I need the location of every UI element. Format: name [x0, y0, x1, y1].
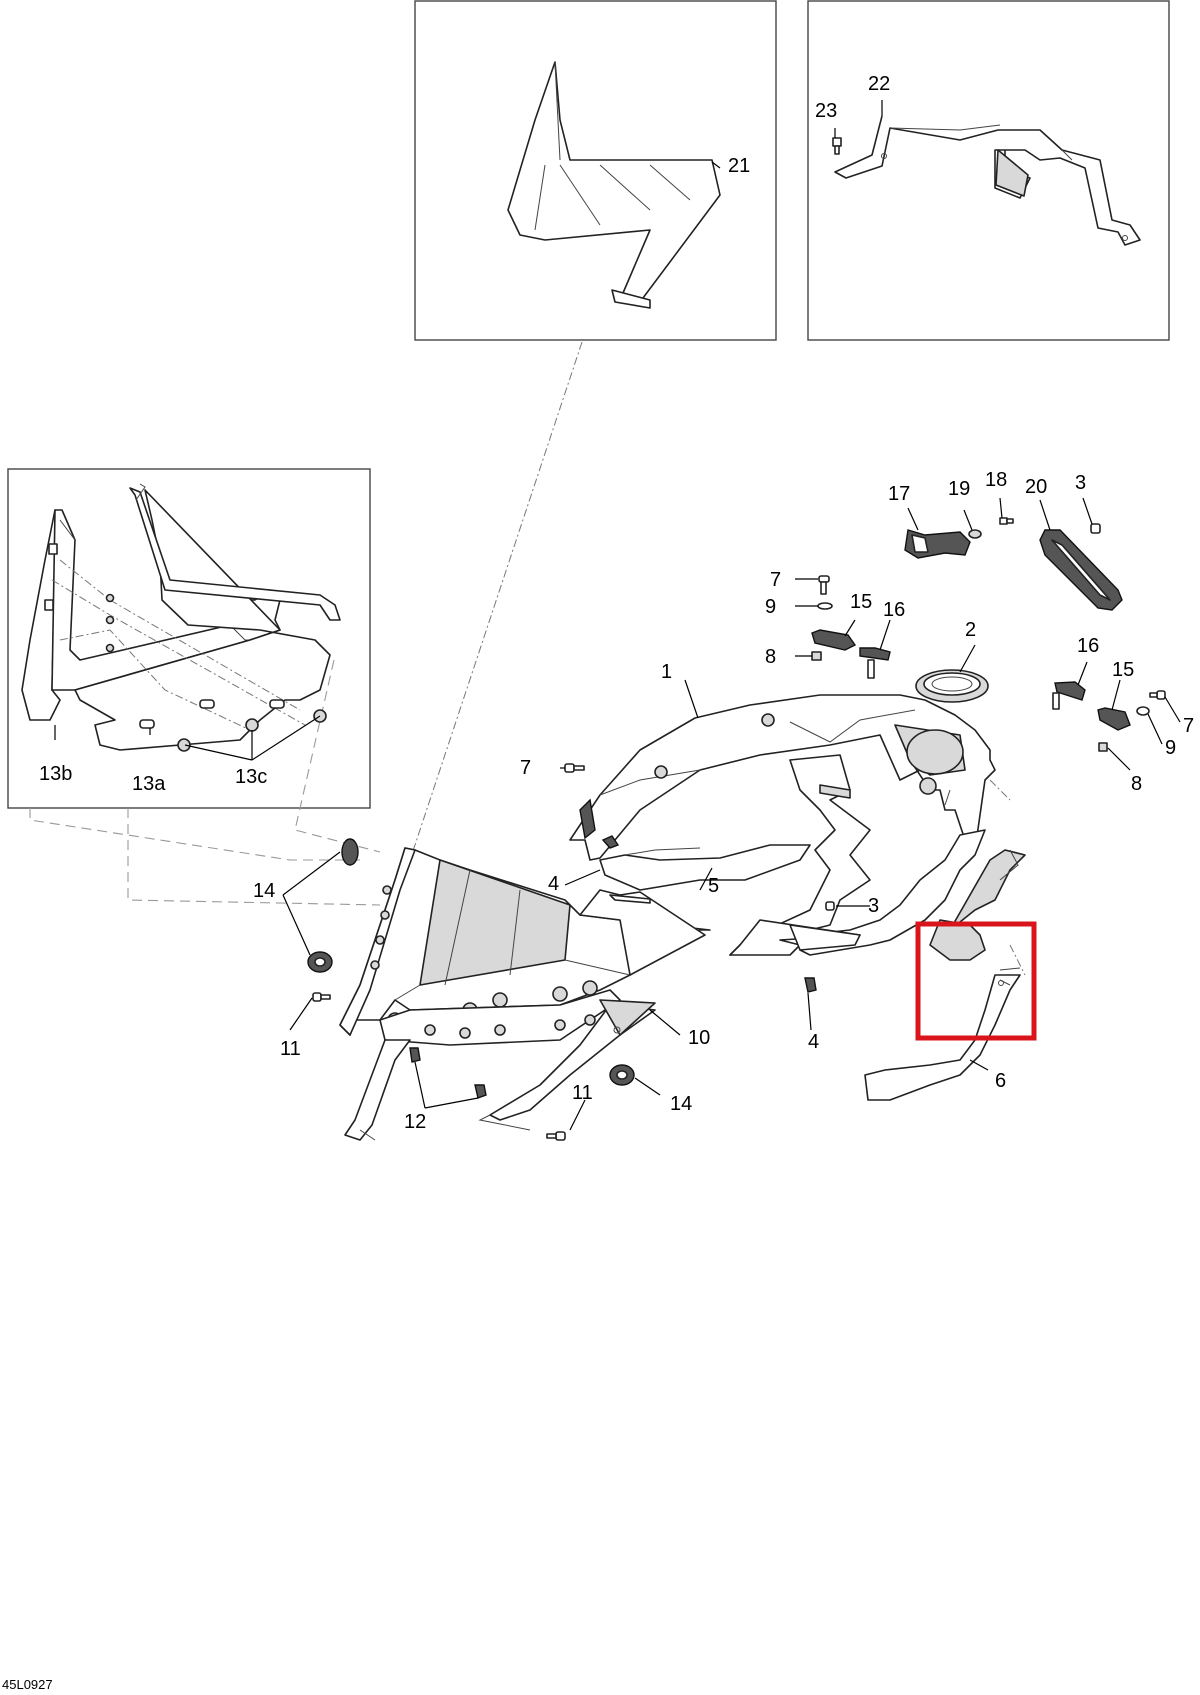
clip-part-4-right — [804, 977, 817, 993]
diagram-code: 45L0927 — [2, 1677, 53, 1692]
label-13a: 13a — [132, 773, 166, 795]
label-6: 6 — [995, 1070, 1006, 1092]
washer-part-9-left — [817, 602, 833, 610]
latch-knob-part-16-left — [859, 647, 891, 679]
label-11-left: 11 — [280, 1038, 301, 1060]
screw-part-23 — [832, 137, 842, 155]
label-3-top: 3 — [1075, 472, 1086, 494]
screw-part-3-mid — [825, 901, 835, 911]
screw-part-18 — [999, 517, 1014, 525]
top-panel-part-1 — [569, 694, 996, 861]
front-nose-part-10 — [339, 847, 711, 1046]
label-20: 20 — [1025, 476, 1047, 498]
latch-part-17 — [904, 529, 971, 559]
screw-part-7-mid — [564, 763, 585, 773]
clip-part-4-left — [601, 835, 620, 849]
label-11-right: 11 — [572, 1082, 593, 1104]
label-2: 2 — [965, 619, 976, 641]
highlight-box — [915, 921, 1037, 1041]
screw-part-7-upper-left — [818, 575, 830, 595]
label-7-mid: 7 — [520, 757, 531, 779]
handle-strap-part-20 — [1039, 529, 1123, 611]
side-deflector-part-6 — [864, 919, 1021, 1101]
inset-box-windshield-kit — [7, 468, 371, 809]
screw-part-3-top — [1090, 523, 1101, 534]
label-15-left: 15 — [850, 591, 872, 613]
grommet-part-14-upper — [341, 838, 359, 866]
label-3-mid: 3 — [868, 895, 879, 917]
label-9-left: 9 — [765, 596, 776, 618]
label-8-right: 8 — [1131, 773, 1142, 795]
label-18: 18 — [985, 469, 1007, 491]
bracket-part-22 — [834, 115, 1141, 246]
label-14-right: 14 — [670, 1093, 692, 1115]
right-side-panel — [729, 829, 1026, 956]
label-17: 17 — [888, 483, 910, 505]
grommet-part-14-right — [609, 1064, 635, 1086]
label-16-left: 16 — [883, 599, 905, 621]
leader-lines — [54, 100, 1181, 1131]
screw-part-11-right — [546, 1131, 566, 1141]
part-labels: 22 23 21 17 19 18 20 3 7 15 9 16 2 8 16 … — [39, 73, 1194, 1133]
label-13c: 13c — [235, 766, 267, 788]
inset-box-windshield — [414, 0, 777, 341]
screw-part-11-left — [312, 992, 331, 1002]
windshield-part-21 — [507, 61, 721, 309]
front-nose-lower-skirts — [344, 889, 706, 1141]
label-13b: 13b — [39, 763, 72, 785]
nut-part-8-left — [811, 651, 822, 661]
label-23: 23 — [815, 100, 837, 122]
washer-part-9-right — [1136, 706, 1150, 716]
label-5: 5 — [708, 875, 719, 897]
bottom-tray-part-5 — [599, 754, 871, 956]
label-4-left: 4 — [548, 873, 559, 895]
label-9-right: 9 — [1165, 737, 1176, 759]
grommet-ring-part-2 — [915, 669, 989, 703]
label-7-right: 7 — [1183, 715, 1194, 737]
label-4-right: 4 — [808, 1031, 819, 1053]
clip-part-12-right — [474, 1084, 487, 1099]
label-8-left: 8 — [765, 646, 776, 668]
screw-part-7-right — [1149, 690, 1166, 700]
windshield-kit-part-13a — [51, 483, 341, 751]
latch-part-15-left — [811, 629, 857, 651]
grommet-part-14-left — [307, 951, 333, 973]
label-1: 1 — [661, 661, 672, 683]
label-10: 10 — [688, 1027, 710, 1049]
label-7-upper-left: 7 — [770, 569, 781, 591]
label-16-right: 16 — [1077, 635, 1099, 657]
latch-part-15-right — [1097, 707, 1131, 731]
washer-part-19 — [968, 529, 982, 539]
label-15-right: 15 — [1112, 659, 1134, 681]
clip-part-12-left — [409, 1047, 421, 1063]
label-21: 21 — [728, 155, 750, 177]
label-22: 22 — [868, 73, 890, 95]
inset-box-bracket — [807, 0, 1170, 341]
label-14-left: 14 — [253, 880, 275, 902]
label-19: 19 — [948, 478, 970, 500]
nut-part-8-right — [1098, 742, 1108, 752]
latch-knob-part-16-right — [1052, 681, 1086, 710]
nuts-part-13c — [177, 709, 327, 752]
label-12: 12 — [404, 1111, 426, 1133]
